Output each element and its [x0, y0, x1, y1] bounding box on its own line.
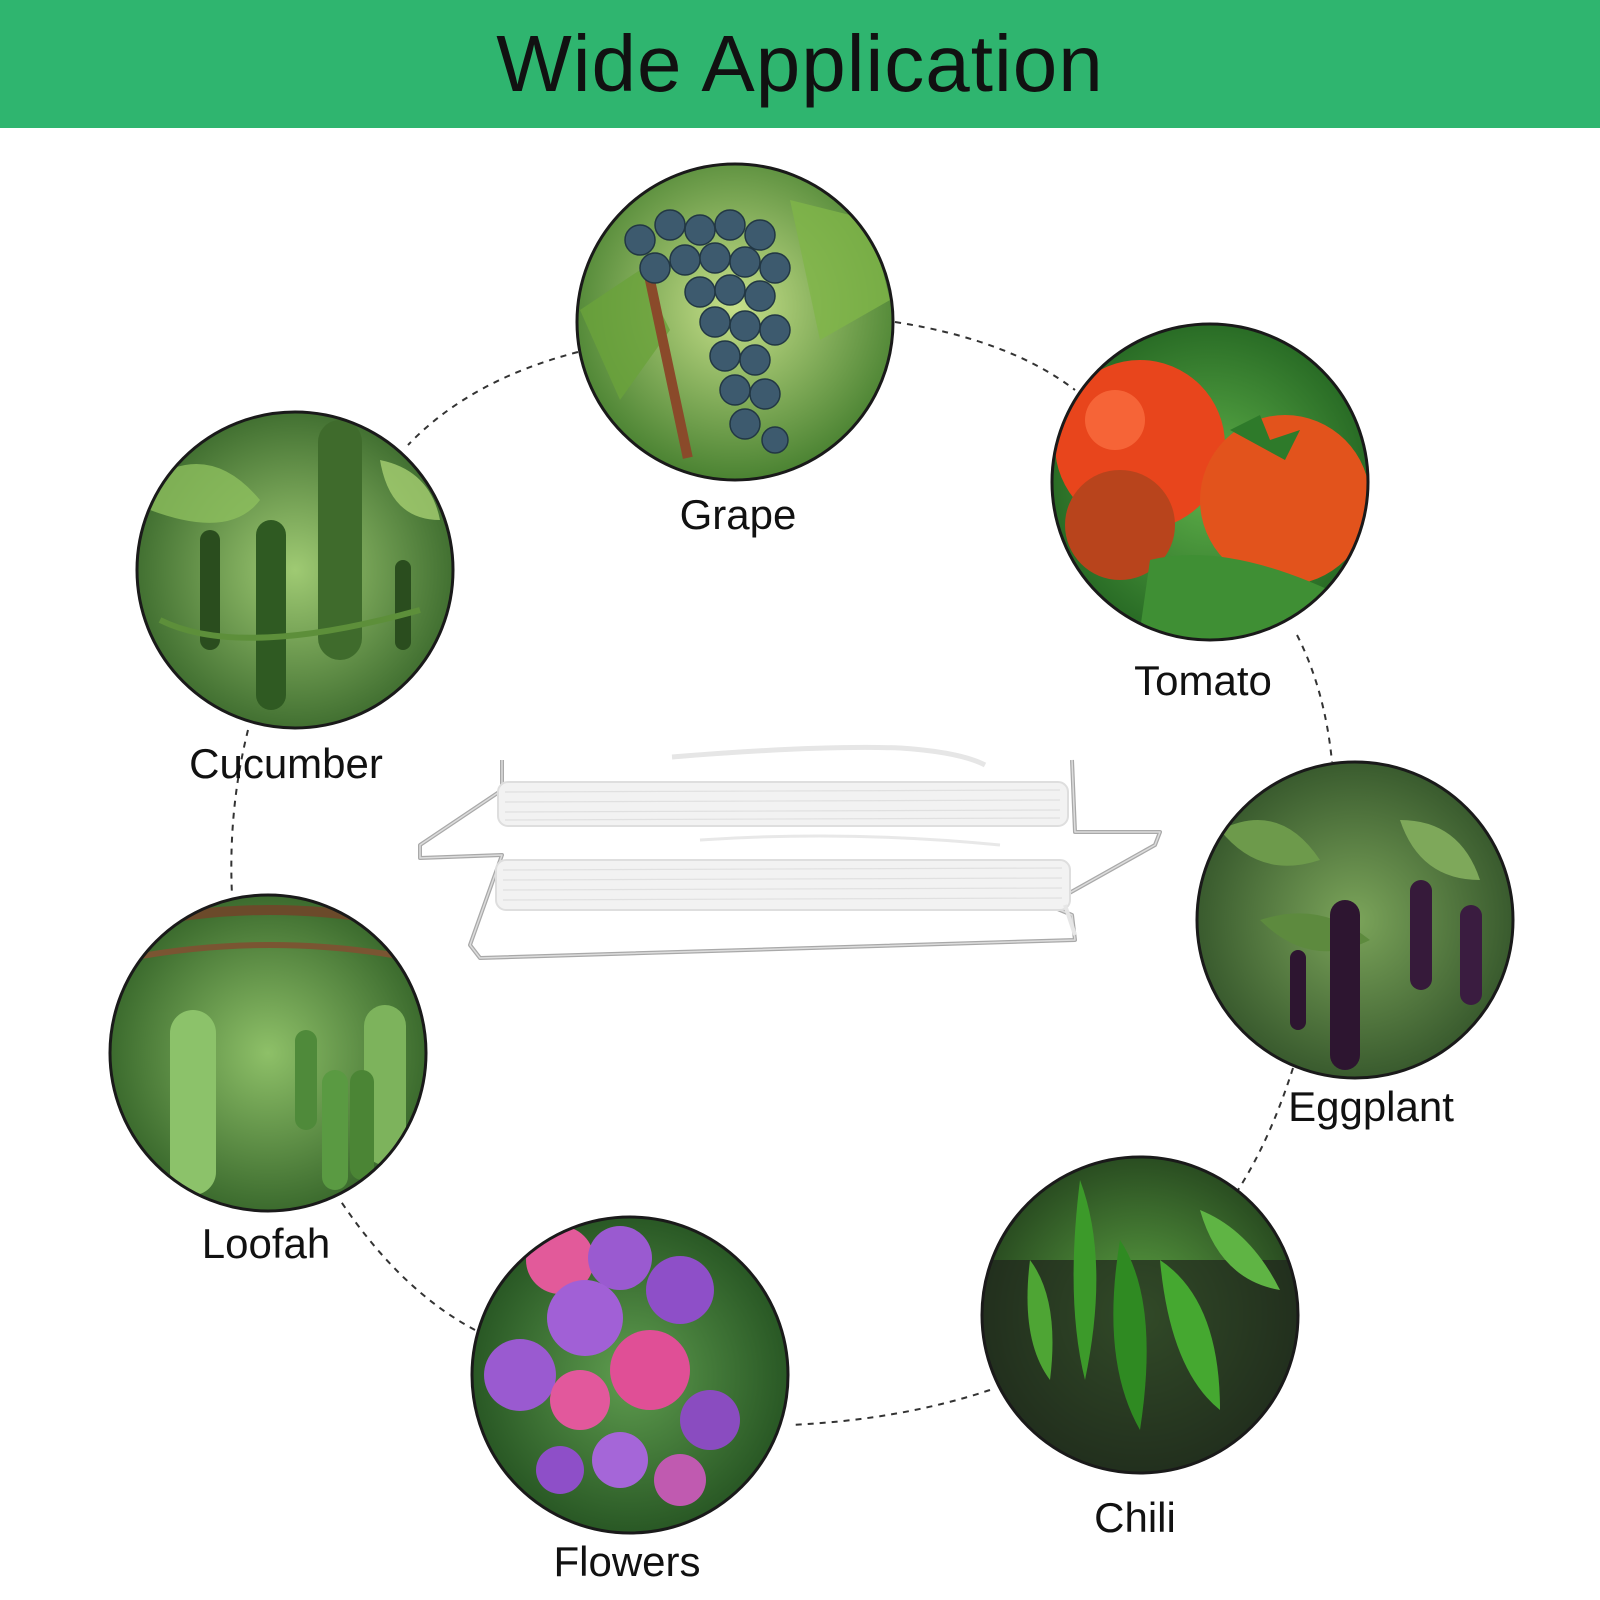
loofah-photo-icon [108, 893, 428, 1213]
grape-photo-icon [575, 162, 895, 482]
label-tomato: Tomato [1134, 657, 1272, 704]
eggplant-photo-icon [1195, 760, 1515, 1080]
page-title: Wide Application [496, 19, 1104, 108]
label-chili: Chili [1094, 1494, 1176, 1541]
tomato-photo-icon [1050, 322, 1370, 642]
label-cucumber: Cucumber [189, 740, 383, 787]
garden-twine-winder-icon [418, 744, 1162, 960]
cucumber-photo-icon [135, 410, 455, 730]
label-eggplant: Eggplant [1288, 1083, 1454, 1130]
label-loofah: Loofah [202, 1220, 330, 1267]
dashed-connector-ring [230, 321, 1333, 1426]
label-flowers: Flowers [553, 1538, 700, 1585]
chili-photo-icon [980, 1155, 1300, 1475]
label-grape: Grape [680, 491, 797, 538]
header-banner: Wide Application [0, 0, 1600, 128]
flowers-photo-icon [470, 1215, 790, 1535]
